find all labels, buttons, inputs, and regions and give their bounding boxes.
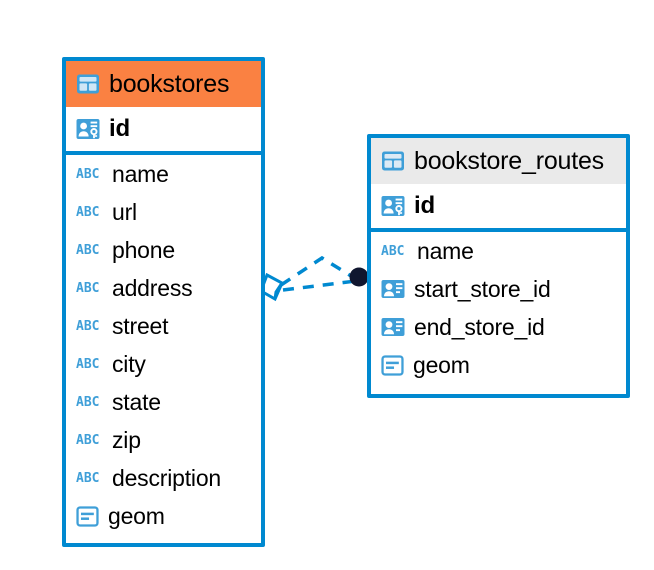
abc-text-icon: ABC — [76, 470, 100, 486]
field-row-address[interactable]: ABC address — [66, 269, 261, 307]
field-list-bookstore-routes: ABC name start_store_id — [371, 232, 626, 384]
field-name: id — [414, 192, 435, 219]
abc-text-icon: ABC — [76, 432, 100, 448]
field-row-name[interactable]: ABC name — [371, 232, 626, 270]
abc-text-icon: ABC — [76, 242, 100, 258]
abc-text-icon: ABC — [76, 204, 100, 220]
field-name: description — [112, 464, 222, 491]
field-name: name — [417, 237, 474, 264]
field-name: geom — [108, 502, 165, 529]
field-row-url[interactable]: ABC url — [66, 193, 261, 231]
field-name: phone — [112, 236, 175, 263]
field-row-id[interactable]: id — [371, 184, 626, 228]
table-title: bookstores — [109, 69, 230, 98]
field-row-start-store-id[interactable]: start_store_id — [371, 270, 626, 308]
field-name: end_store_id — [414, 313, 545, 340]
abc-text-icon: ABC — [381, 243, 405, 259]
diamond-marker-tail — [273, 282, 284, 300]
foreign-key-icon — [381, 280, 405, 298]
field-name: city — [112, 350, 146, 377]
field-name: zip — [112, 426, 141, 453]
relationship-line-lower — [282, 279, 357, 292]
field-row-phone[interactable]: ABC phone — [66, 231, 261, 269]
field-row-street[interactable]: ABC street — [66, 307, 261, 345]
table-icon — [382, 151, 404, 171]
primary-key-icon — [381, 196, 405, 216]
filled-circle-marker — [349, 267, 369, 287]
foreign-key-icon — [381, 318, 405, 336]
table-icon — [77, 74, 99, 94]
geometry-icon — [381, 354, 404, 376]
field-row-name[interactable]: ABC name — [66, 155, 261, 193]
field-name: id — [109, 115, 130, 142]
abc-text-icon: ABC — [76, 318, 100, 334]
primary-key-icon — [76, 119, 100, 139]
table-header-bookstores[interactable]: bookstores — [66, 61, 261, 107]
abc-text-icon: ABC — [76, 280, 100, 296]
table-title: bookstore_routes — [414, 146, 604, 175]
abc-text-icon: ABC — [76, 394, 100, 410]
primary-key-divider — [66, 151, 261, 155]
field-row-description[interactable]: ABC description — [66, 459, 261, 497]
field-list-bookstores: ABC name ABC url ABC phone ABC address A… — [66, 155, 261, 535]
field-name: street — [112, 312, 169, 339]
relationship-line-upper — [280, 255, 357, 287]
field-row-geom[interactable]: geom — [66, 497, 261, 535]
field-row-city[interactable]: ABC city — [66, 345, 261, 383]
field-name: start_store_id — [414, 275, 551, 302]
geometry-icon — [76, 505, 99, 527]
primary-key-divider — [371, 228, 626, 232]
field-row-state[interactable]: ABC state — [66, 383, 261, 421]
field-row-zip[interactable]: ABC zip — [66, 421, 261, 459]
field-row-end-store-id[interactable]: end_store_id — [371, 308, 626, 346]
field-row-id[interactable]: id — [66, 107, 261, 151]
table-bookstore-routes[interactable]: bookstore_routes id ABC name — [367, 134, 630, 398]
field-name: address — [112, 274, 193, 301]
abc-text-icon: ABC — [76, 166, 100, 182]
table-bookstores[interactable]: bookstores id ABC name ABC — [62, 57, 265, 547]
field-name: geom — [413, 351, 470, 378]
field-name: state — [112, 388, 161, 415]
field-row-geom[interactable]: geom — [371, 346, 626, 384]
field-name: url — [112, 198, 137, 225]
abc-text-icon: ABC — [76, 356, 100, 372]
field-name: name — [112, 160, 169, 187]
table-header-bookstore-routes[interactable]: bookstore_routes — [371, 138, 626, 184]
